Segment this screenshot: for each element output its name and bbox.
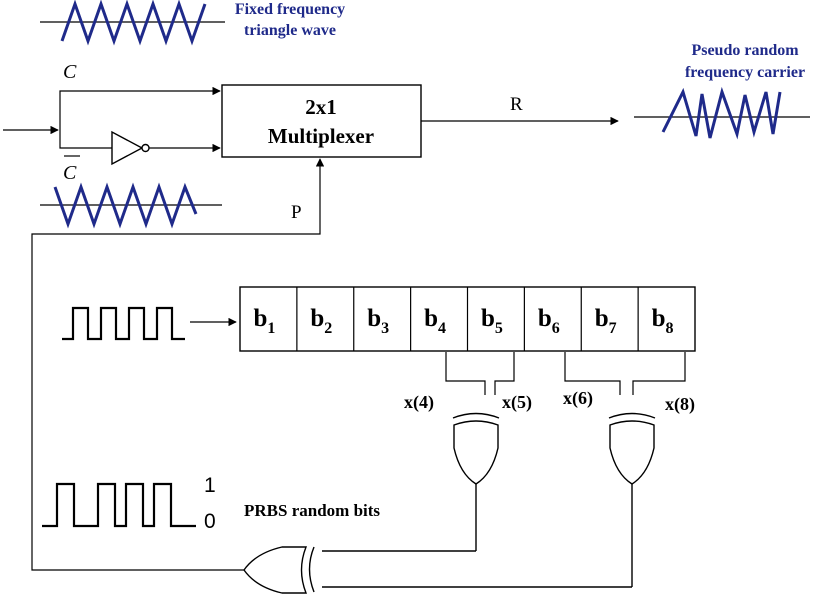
register-cell-b3: b3 <box>367 305 389 337</box>
cbar-path-to-inverter <box>59 130 112 149</box>
register-cell-b7: b7 <box>595 305 617 337</box>
shift-register: b1 b2 b3 b4 b5 b6 b7 b8 <box>239 286 696 352</box>
tap-label-x6: x(6) <box>563 388 593 409</box>
register-cell-b6: b6 <box>538 305 560 337</box>
register-cell-b5: b5 <box>481 305 503 337</box>
register-cell-b2: b2 <box>310 305 332 337</box>
tap-wiring <box>445 352 686 395</box>
level-one-label: 1 <box>204 474 216 497</box>
r-label: R <box>510 94 523 115</box>
clock-square-wave <box>62 306 185 341</box>
select-line-p <box>31 158 325 571</box>
prbs-label: PRBS random bits <box>244 501 380 520</box>
pseudo-random-label-1: Pseudo random <box>691 42 799 59</box>
xor-gate-final <box>243 546 315 594</box>
tap-label-x4: x(4) <box>404 392 434 413</box>
xor-gate-2 <box>322 412 656 588</box>
fixed-frequency-label-1: Fixed frequency <box>235 1 345 18</box>
c-path <box>59 86 221 130</box>
c-bar-label: C <box>63 162 77 184</box>
fixed-frequency-label-2: triangle wave <box>244 22 336 39</box>
mux-label-1: 2x1 <box>305 95 337 119</box>
p-label: P <box>291 202 302 223</box>
inverted-triangle-wave <box>40 182 222 229</box>
level-zero-label: 0 <box>204 510 216 533</box>
tap-label-x5: x(5) <box>502 392 532 413</box>
mux-label-2: Multiplexer <box>268 124 374 148</box>
register-cell-b8: b8 <box>652 305 674 337</box>
pseudo-random-carrier-wave <box>634 86 810 140</box>
fixed-triangle-wave <box>40 0 225 46</box>
register-cell-b1: b1 <box>253 305 275 337</box>
multiplexer-box <box>221 84 422 158</box>
c-label: C <box>63 61 77 83</box>
not-gate <box>111 130 150 166</box>
xor-gate-1 <box>322 412 500 552</box>
tap-label-x8: x(8) <box>665 394 695 415</box>
pseudo-random-label-2: frequency carrier <box>685 64 805 81</box>
prbs-square-wave <box>42 482 196 528</box>
register-cell-b4: b4 <box>424 305 446 337</box>
